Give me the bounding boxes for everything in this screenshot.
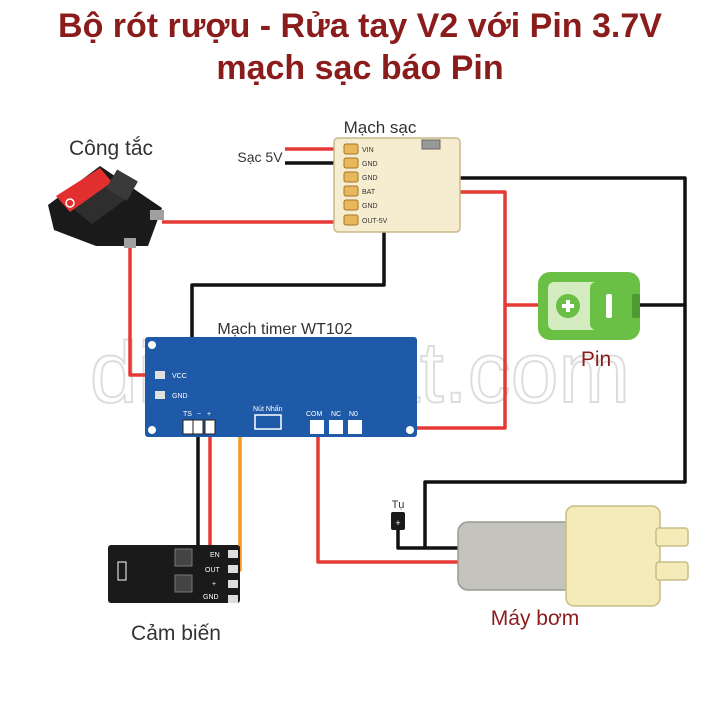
sensor-label: Cảm biến xyxy=(131,622,221,645)
timer-board xyxy=(145,337,417,437)
timer-pin-gnd: GND xyxy=(172,393,188,400)
diagram-title-line-2: mạch sạc báo Pin xyxy=(216,49,504,87)
wire-gnd-to-pump xyxy=(423,305,687,550)
charger-label: Mạch sạc xyxy=(344,118,417,137)
battery xyxy=(538,272,640,340)
timer-pin-no: N0 xyxy=(349,411,358,418)
timer-label: Mạch timer WT102 xyxy=(217,321,352,338)
wire-gnd-to-battery xyxy=(350,176,687,307)
diagram-title-line-1: Bộ rót rượu - Rửa tay V2 với Pin 3.7V xyxy=(58,7,662,45)
pump xyxy=(457,505,689,607)
sensor-pin-plus: + xyxy=(212,581,216,588)
capacitor xyxy=(391,512,405,530)
charger-pin-gnd-2: GND xyxy=(362,175,378,182)
rocker-switch xyxy=(48,166,164,248)
sensor-pin-out: OUT xyxy=(205,567,221,574)
pump-label: Máy bơm xyxy=(491,607,579,630)
capacitor-label: Tụ xyxy=(392,499,405,511)
wire-cap-leg xyxy=(396,528,425,550)
timer-pin-com: COM xyxy=(306,411,323,418)
charge-input-label: Sạc 5V xyxy=(237,149,283,165)
sensor xyxy=(108,545,240,603)
charger-board xyxy=(333,137,461,233)
timer-pin-minus: − xyxy=(197,411,201,418)
timer-button-label: Nút Nhấn xyxy=(253,404,283,413)
charger-pin-bat: BAT xyxy=(362,189,376,196)
wire-com-to-pump xyxy=(316,428,462,564)
timer-pin-plus: + xyxy=(207,411,211,418)
charger-pin-vin: VIN xyxy=(362,147,374,154)
timer-pin-ts: TS xyxy=(183,411,192,418)
charger-pin-gnd-1: GND xyxy=(362,161,378,168)
sensor-pin-gnd: GND xyxy=(203,594,219,601)
switch-label: Công tắc xyxy=(69,137,153,160)
charger-pin-out5v: OUT-5V xyxy=(362,218,388,225)
battery-label: Pin xyxy=(581,348,611,371)
charger-pin-gnd-3: GND xyxy=(362,203,378,210)
sensor-pin-en: EN xyxy=(210,552,220,559)
capacitor-polarity: + xyxy=(395,518,400,528)
timer-pin-nc: NC xyxy=(331,411,341,418)
timer-pin-vcc: VCC xyxy=(172,373,187,380)
